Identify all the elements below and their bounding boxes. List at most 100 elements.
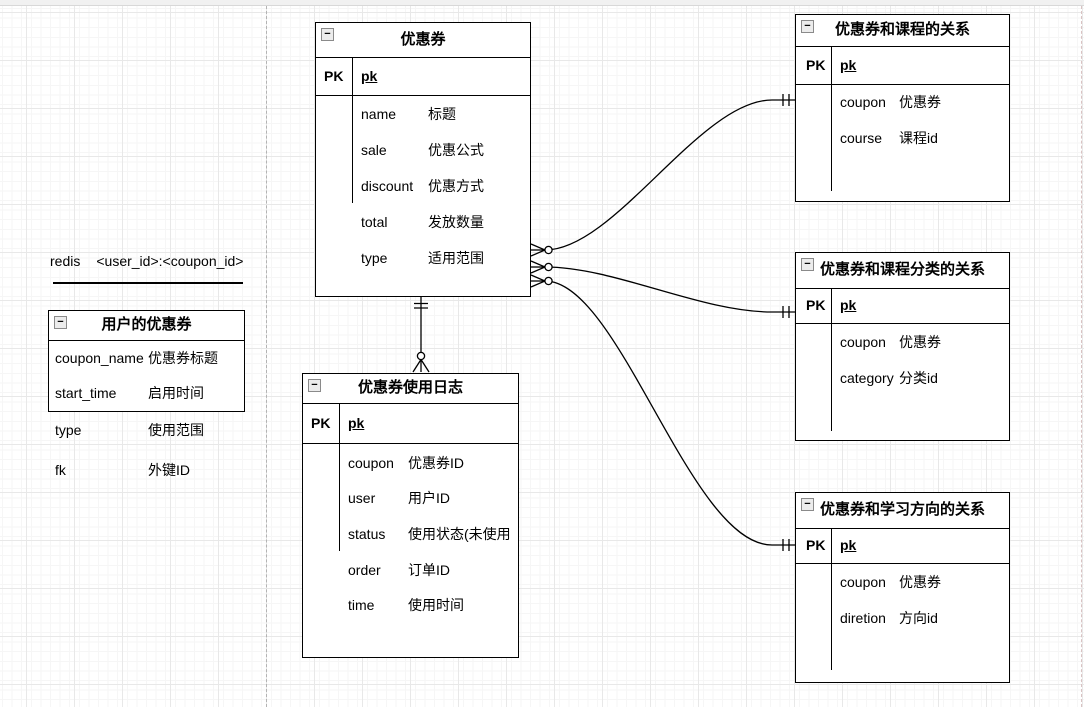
- entity-coupon-direction[interactable]: − 优惠券和学习方向的关系 PK pk coupon 优惠券 diretion 方向…: [795, 492, 1010, 683]
- pk-field: pk: [840, 297, 857, 313]
- column-divider: [831, 47, 833, 191]
- collapse-icon[interactable]: −: [801, 20, 814, 33]
- one-mandatory-icon: [414, 302, 428, 309]
- pk-label: PK: [806, 297, 826, 313]
- entity-coupon-header: − 优惠券: [316, 23, 530, 58]
- connector-coupon-to-log[interactable]: [412, 297, 430, 373]
- collapse-icon[interactable]: −: [801, 258, 814, 271]
- pk-field: pk: [840, 57, 857, 73]
- column-divider: [831, 289, 833, 431]
- pk-label: PK: [324, 68, 344, 84]
- zero-circle-icon: [544, 245, 553, 255]
- entity-user-coupon-header: − 用户的优惠券: [49, 311, 244, 341]
- field-name: user: [348, 490, 376, 506]
- column-divider: [339, 404, 341, 551]
- pk-label: PK: [311, 415, 331, 431]
- connector-line[interactable]: [544, 99, 795, 251]
- pk-field: pk: [840, 537, 857, 553]
- redis-note-value: <user_id>:<coupon_id>: [96, 253, 244, 269]
- page-boundary-line-right: [1081, 6, 1082, 707]
- field-desc: 方向id: [899, 610, 938, 626]
- entity-title: 优惠券使用日志: [357, 379, 463, 396]
- entity-title: 用户的优惠券: [101, 316, 192, 333]
- pk-row[interactable]: PK pk: [316, 58, 530, 96]
- entity-user-coupon-box: − 用户的优惠券: [48, 310, 245, 412]
- pk-label: PK: [806, 537, 826, 553]
- zero-circle-icon: [416, 351, 426, 361]
- field-desc: 课程id: [899, 130, 938, 146]
- entity-title: 优惠券和课程的关系: [834, 21, 970, 38]
- pk-row[interactable]: PK pk: [303, 404, 518, 444]
- entity-coupon-log-header: − 优惠券使用日志: [303, 374, 518, 404]
- connector-line[interactable]: [544, 266, 795, 313]
- field-name: coupon: [840, 574, 886, 590]
- zero-circle-icon: [544, 276, 553, 286]
- entity-coupon-direction-header: − 优惠券和学习方向的关系: [796, 493, 1009, 529]
- collapse-icon[interactable]: −: [54, 316, 67, 329]
- one-mandatory-icon: [782, 94, 790, 106]
- collapse-icon[interactable]: −: [321, 28, 334, 41]
- field-name: type: [361, 250, 388, 266]
- field-desc: 订单ID: [408, 562, 450, 578]
- field-name: coupon: [840, 334, 886, 350]
- pk-row[interactable]: PK pk: [796, 47, 1009, 85]
- field-desc: 外键ID: [148, 462, 190, 478]
- field-desc: 优惠券: [899, 94, 941, 110]
- redis-note[interactable]: redis <user_id>:<coupon_id>: [50, 253, 243, 269]
- field-name: coupon: [348, 455, 394, 471]
- field-name: sale: [361, 142, 387, 158]
- one-mandatory-icon: [782, 306, 790, 318]
- connector-coupon-to-course[interactable]: [530, 94, 795, 257]
- field-desc: 适用范围: [428, 250, 484, 266]
- one-mandatory-icon: [782, 539, 790, 551]
- field-name: diretion: [840, 610, 886, 626]
- redis-underline[interactable]: [53, 282, 243, 284]
- pk-row[interactable]: PK pk: [796, 289, 1009, 324]
- pk-label: PK: [806, 57, 826, 73]
- entity-coupon-category[interactable]: − 优惠券和课程分类的关系 PK pk coupon 优惠券 category 分类…: [795, 252, 1010, 441]
- field-desc: 优惠方式: [428, 178, 484, 194]
- field-name: coupon: [840, 94, 886, 110]
- field-desc: 启用时间: [148, 385, 204, 401]
- toolbar-edge: [0, 0, 1084, 6]
- field-name: type: [55, 422, 82, 438]
- field-desc: 用户ID: [408, 490, 450, 506]
- field-desc: 优惠券: [899, 574, 941, 590]
- field-name: fk: [55, 462, 66, 478]
- field-desc: 使用状态(未使用: [408, 526, 511, 542]
- field-desc: 使用时间: [408, 597, 464, 613]
- entity-title: 优惠券和课程分类的关系: [819, 261, 985, 278]
- redis-note-label: redis: [50, 253, 81, 269]
- column-divider: [352, 58, 354, 203]
- field-desc: 使用范围: [148, 422, 204, 438]
- field-name: start_time: [55, 385, 117, 401]
- connector-coupon-to-direction[interactable]: [530, 274, 795, 551]
- entity-title: 优惠券和学习方向的关系: [819, 501, 985, 518]
- field-name: time: [348, 597, 375, 613]
- pk-row[interactable]: PK pk: [796, 529, 1009, 564]
- pk-field: pk: [361, 68, 378, 84]
- field-desc: 分类id: [899, 370, 938, 386]
- collapse-icon[interactable]: −: [308, 379, 321, 392]
- field-desc: 发放数量: [428, 214, 484, 230]
- collapse-icon[interactable]: −: [801, 498, 814, 511]
- field-name: status: [348, 526, 386, 542]
- connector-coupon-to-category[interactable]: [530, 260, 795, 318]
- connector-line[interactable]: [544, 280, 795, 546]
- field-desc: 优惠券: [899, 334, 941, 350]
- field-name: total: [361, 214, 388, 230]
- page-boundary-line: [266, 6, 267, 707]
- entity-coupon-course-header: − 优惠券和课程的关系: [796, 15, 1009, 47]
- field-name: discount: [361, 178, 414, 194]
- field-name: order: [348, 562, 381, 578]
- field-name: category: [840, 370, 894, 386]
- entity-title: 优惠券: [400, 31, 446, 48]
- field-name: name: [361, 106, 397, 122]
- pk-field: pk: [348, 415, 365, 431]
- field-desc: 优惠券标题: [148, 350, 218, 366]
